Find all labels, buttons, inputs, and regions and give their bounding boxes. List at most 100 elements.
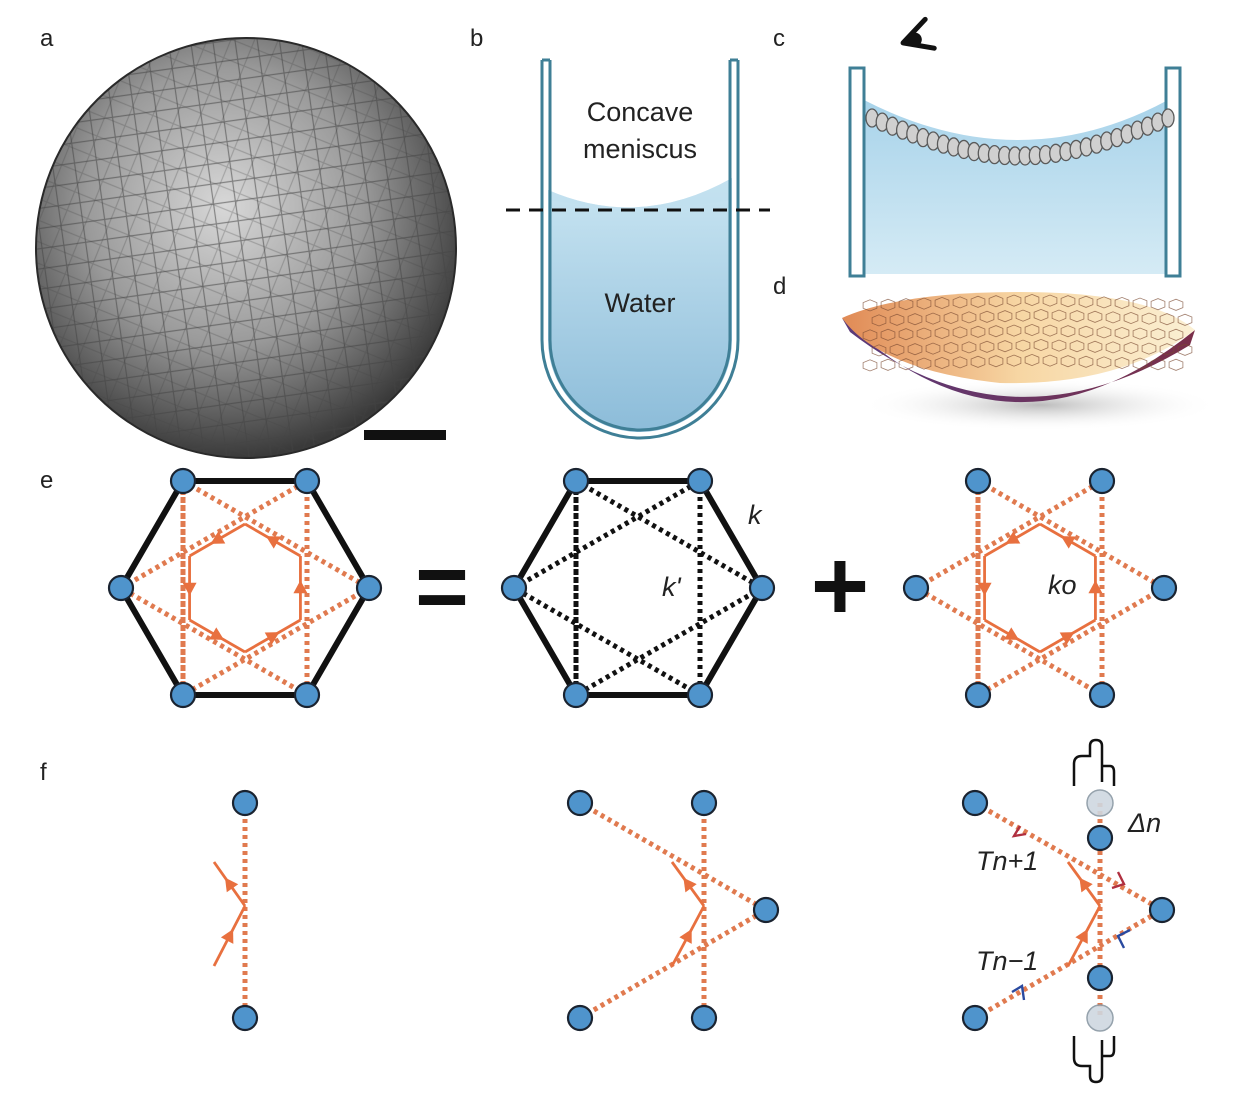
diagonal-bond	[976, 585, 1166, 698]
diagonal-bond	[512, 585, 702, 698]
diagonal-bond	[973, 800, 1164, 913]
bowl-tile	[952, 356, 968, 369]
bowl-tile	[943, 341, 959, 355]
bowl-tile	[889, 313, 905, 326]
panel-label-f: f	[40, 759, 47, 786]
lattice-node	[686, 467, 714, 495]
bowl-tile	[880, 298, 896, 311]
panel-a-microscopy-image	[35, 37, 457, 459]
panel-c-tank	[848, 66, 1182, 278]
lattice-node	[566, 1004, 594, 1032]
chiral-arrow	[188, 522, 246, 558]
bowl-tile	[1042, 324, 1058, 337]
chiral-arrow	[244, 522, 302, 558]
bowl-tile	[862, 299, 878, 312]
bowl-tile	[1132, 357, 1148, 370]
hexagon-chiral	[902, 467, 1178, 709]
bowl-tile	[1096, 326, 1112, 339]
chiral-arrow	[1039, 618, 1097, 654]
bond-triad	[566, 789, 780, 1032]
bowl-tile	[880, 358, 896, 371]
bowl-tile	[1150, 358, 1166, 371]
bowl-tile	[1060, 325, 1076, 338]
bowl-tile	[1132, 327, 1148, 340]
chain-disk	[1161, 108, 1175, 128]
chiral-arrow	[983, 522, 1041, 558]
chiral-arrow	[1088, 556, 1103, 620]
lattice-node	[690, 1004, 718, 1032]
bowl-tile	[925, 312, 941, 325]
meniscus-label-line1: Concave	[587, 97, 694, 127]
diagonal-bond	[512, 478, 702, 591]
diagonal-bond	[976, 478, 1166, 591]
bowl-tile	[898, 298, 914, 311]
bowl-tile	[1060, 355, 1076, 368]
lattice-node	[964, 681, 992, 709]
panel-b-test-tube	[540, 58, 740, 440]
panel-f-bond-diagrams	[212, 738, 1176, 1084]
bowl-tile	[1033, 308, 1049, 322]
bowl-tile	[1159, 313, 1175, 326]
tension-next-label: Tn+1	[976, 846, 1038, 876]
floating-disk-chain	[865, 108, 1175, 166]
chiral-arrow	[977, 556, 992, 620]
diagonal-bond	[574, 585, 764, 698]
lattice-node	[169, 681, 197, 709]
bowl-tile	[1069, 340, 1085, 353]
bowl-tile	[970, 355, 986, 368]
bowl-tile	[943, 311, 959, 325]
bowl-tile	[1006, 294, 1022, 307]
bowl-tile	[988, 325, 1004, 338]
bowl-tile	[1015, 339, 1031, 352]
bond-pair-single	[212, 789, 259, 1032]
hexagon-springs	[500, 467, 776, 709]
bowl-tile	[1141, 342, 1157, 355]
hexagon-edge-k	[117, 478, 373, 698]
lattice-node	[1088, 467, 1116, 495]
hexagon-combined	[107, 467, 383, 709]
bowl-tile	[1168, 328, 1184, 341]
bowl-tile	[952, 326, 968, 339]
bowl-tile	[1069, 310, 1085, 323]
lattice-node	[562, 681, 590, 709]
bowl-tile	[1141, 312, 1157, 325]
chiral-arrow	[1039, 522, 1097, 558]
panel-label-c: c	[773, 25, 785, 52]
bowl-tile	[988, 355, 1004, 368]
lattice-node	[961, 789, 989, 817]
bowl-tile	[1006, 354, 1022, 367]
lattice-node	[355, 574, 383, 602]
diagonal-bond	[181, 478, 371, 591]
lattice-node	[500, 574, 528, 602]
lattice-node	[293, 681, 321, 709]
eye-icon	[900, 16, 937, 51]
bowl-tile	[1060, 295, 1076, 308]
force-tick-blue	[1011, 984, 1026, 1001]
bowl-tile	[1105, 341, 1121, 354]
lattice-node	[231, 789, 259, 817]
lattice-node	[1088, 681, 1116, 709]
lattice-node	[686, 681, 714, 709]
bowl-tile	[934, 356, 950, 370]
bowl-tile	[898, 328, 914, 341]
chiral-arrow	[293, 556, 308, 620]
chiral-arrow	[1066, 905, 1102, 967]
bowl-tile	[979, 340, 995, 353]
bowl-tile	[1024, 353, 1040, 367]
lattice-node	[748, 574, 776, 602]
bowl-tile	[934, 326, 950, 340]
bowl-tile	[997, 310, 1013, 323]
chiral-arrow	[670, 905, 706, 967]
bowl-tile	[1132, 297, 1148, 310]
bowl-tile	[862, 329, 878, 342]
chiral-arrow	[244, 618, 302, 654]
diagonal-bond	[574, 478, 764, 591]
panel-label-a: a	[40, 25, 54, 52]
bowl-hex-tiles	[862, 293, 1193, 372]
pointing-hand-icon	[1072, 738, 1116, 786]
bowl-tile	[1096, 296, 1112, 309]
bowl-tile	[862, 359, 878, 372]
chiral-arrow	[212, 905, 247, 967]
bowl-tile	[1168, 358, 1184, 371]
bowl-tile	[898, 358, 914, 371]
